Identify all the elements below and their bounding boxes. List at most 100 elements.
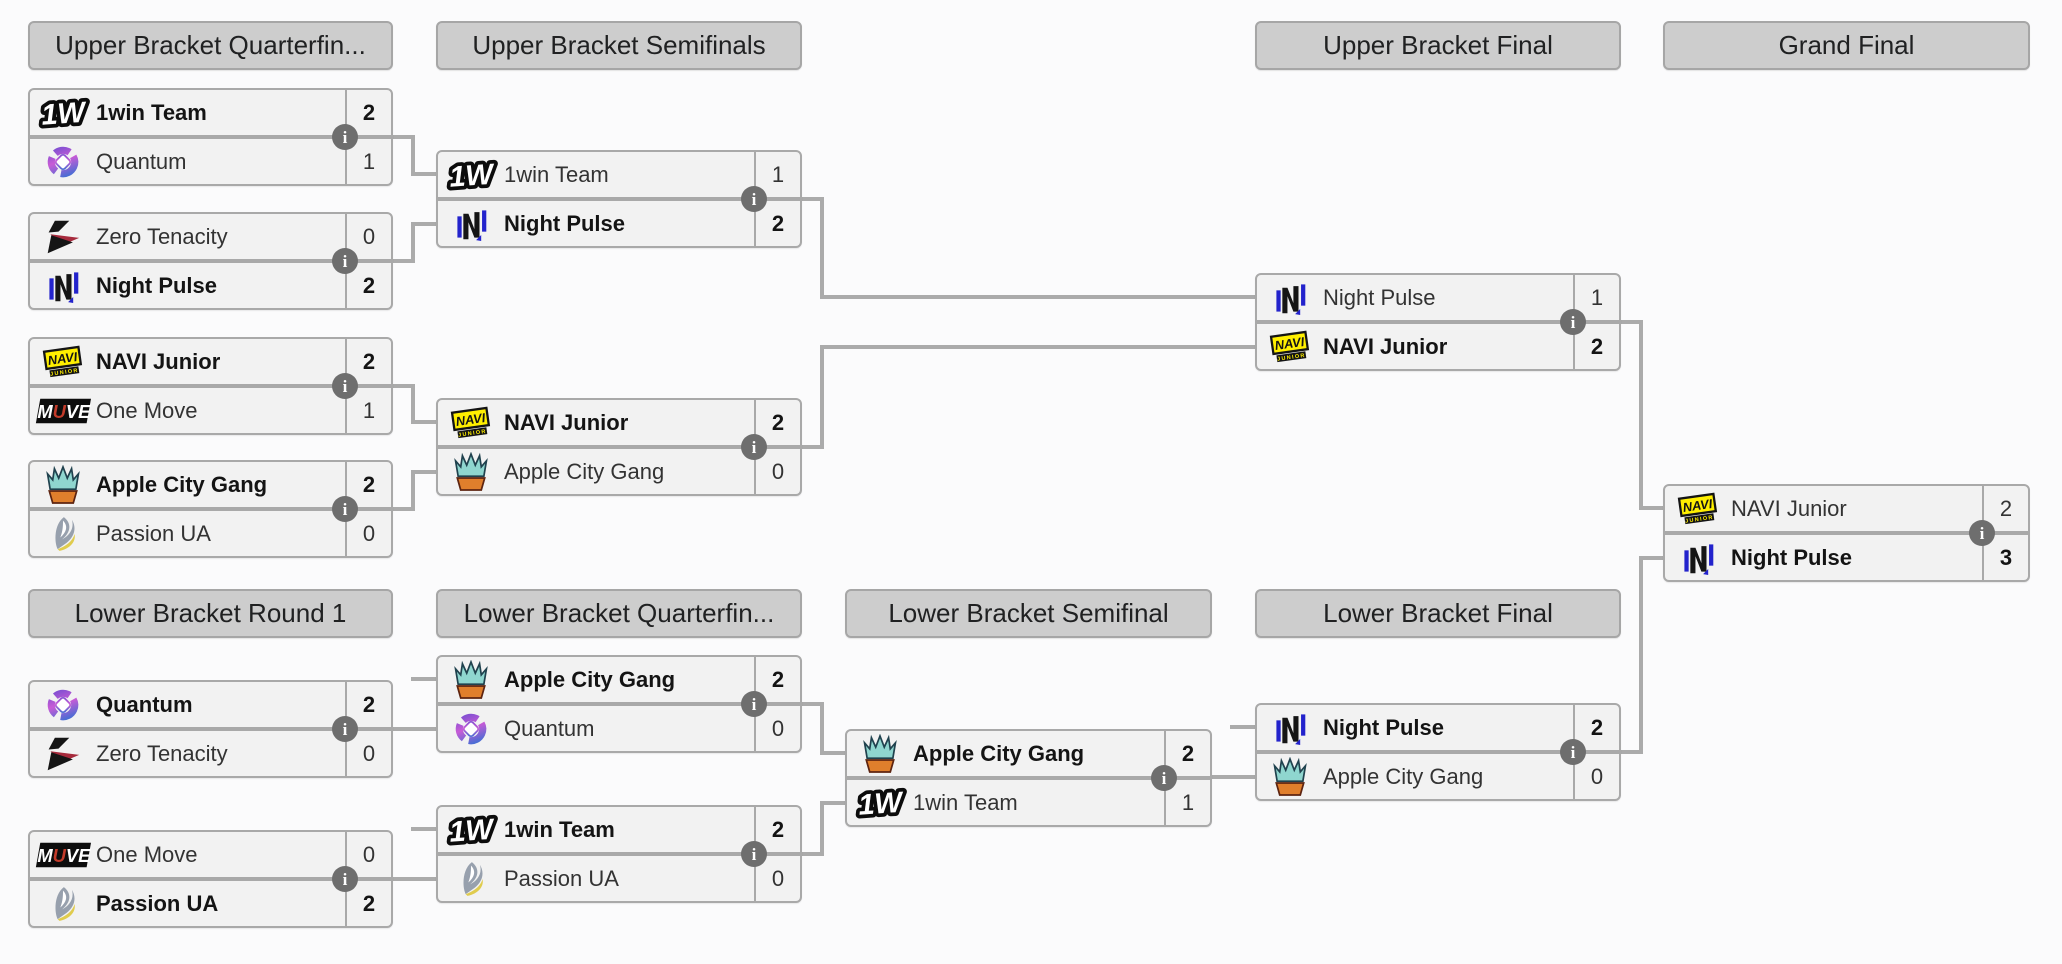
team-name[interactable]: Quantum (96, 691, 193, 717)
team-name[interactable]: Night Pulse (1323, 284, 1436, 310)
team-name[interactable]: NAVI Junior (1731, 495, 1847, 521)
1win-logo-icon[interactable]: 1W (438, 808, 504, 852)
match-info-icon[interactable]: i (332, 248, 358, 274)
bracket-connector (820, 345, 1257, 349)
passion-ua-logo-icon[interactable] (30, 882, 96, 926)
team-name[interactable]: One Move (96, 397, 198, 423)
1win-logo-icon[interactable]: 1W (847, 781, 913, 825)
team-name[interactable]: Apple City Gang (504, 666, 676, 692)
team-score: 2 (1982, 486, 2028, 531)
match-info-icon[interactable]: i (332, 124, 358, 150)
match-info-icon[interactable]: i (1560, 309, 1586, 335)
night-pulse-logo-icon[interactable] (1665, 536, 1731, 580)
team-name[interactable]: NAVI Junior (504, 409, 629, 435)
match-info-icon[interactable]: i (741, 186, 767, 212)
zero-tenacity-logo-icon[interactable] (30, 732, 96, 776)
passion-ua-logo-icon[interactable] (438, 857, 504, 901)
svg-text:NAVI: NAVI (1274, 333, 1306, 352)
passion-ua-logo-icon[interactable] (30, 512, 96, 556)
apple-city-gang-logo-icon[interactable] (438, 658, 504, 702)
night-pulse-logo-icon[interactable] (438, 202, 504, 246)
bracket-connector (820, 345, 824, 449)
team-score: 0 (754, 706, 800, 751)
team-name[interactable]: NAVI Junior (1323, 333, 1448, 359)
zero-tenacity-logo-icon[interactable] (30, 215, 96, 259)
team-name[interactable]: Quantum (96, 148, 187, 174)
apple-city-gang-logo-icon[interactable] (438, 450, 504, 494)
team-name[interactable]: Apple City Gang (913, 740, 1085, 766)
team-row: Quantum 0 (438, 706, 800, 751)
bracket-connector (391, 507, 415, 511)
match-info-icon[interactable]: i (332, 496, 358, 522)
team-name[interactable]: Apple City Gang (96, 471, 268, 497)
team-name[interactable]: Passion UA (96, 890, 219, 916)
one-move-logo-icon[interactable]: MUVE (30, 389, 96, 433)
team-name[interactable]: Night Pulse (96, 272, 218, 298)
night-pulse-logo-icon[interactable] (1257, 276, 1323, 320)
match-info-icon[interactable]: i (741, 691, 767, 717)
match-row-divider (1257, 320, 1619, 324)
team-name[interactable]: NAVI Junior (96, 348, 221, 374)
team-name[interactable]: Passion UA (504, 865, 619, 891)
team-name[interactable]: Passion UA (96, 520, 211, 546)
team-name[interactable]: Night Pulse (504, 210, 626, 236)
one-move-logo-icon[interactable]: MUVE (30, 833, 96, 877)
svg-text:NAVI: NAVI (455, 409, 487, 428)
team-name[interactable]: Apple City Gang (1323, 763, 1484, 789)
match-info-icon[interactable]: i (741, 841, 767, 867)
1win-logo-icon[interactable]: 1W (438, 153, 504, 197)
team-name[interactable]: Zero Tenacity (96, 740, 228, 766)
team-name[interactable]: 1win Team (504, 161, 609, 187)
bracket-connector (411, 172, 438, 176)
quantum-logo-icon[interactable] (30, 683, 96, 727)
team-name[interactable]: Night Pulse (1731, 544, 1853, 570)
match-row-divider (30, 507, 391, 511)
team-name[interactable]: One Move (96, 841, 198, 867)
1win-logo-icon[interactable]: 1W (30, 91, 96, 135)
bracket-connector (411, 420, 438, 424)
match-info-icon[interactable]: i (332, 373, 358, 399)
quantum-logo-icon[interactable] (30, 140, 96, 184)
team-name[interactable]: 1win Team (504, 816, 615, 842)
bracket-connector (1619, 750, 1643, 754)
team-name[interactable]: Apple City Gang (504, 458, 665, 484)
apple-city-gang-logo-icon[interactable] (1257, 755, 1323, 799)
match-info-icon[interactable]: i (1969, 520, 1995, 546)
info-icon-glyph: i (751, 189, 757, 209)
team-name[interactable]: Quantum (504, 715, 595, 741)
match-info-icon[interactable]: i (332, 866, 358, 892)
apple-city-gang-logo-icon[interactable] (847, 732, 913, 776)
match-info-icon[interactable]: i (741, 434, 767, 460)
apple-city-gang-logo-icon[interactable] (30, 463, 96, 507)
svg-text:1W: 1W (857, 786, 905, 821)
team-name[interactable]: Zero Tenacity (96, 223, 228, 249)
match-row-divider (30, 384, 391, 388)
match-info-icon[interactable]: i (332, 716, 358, 742)
quantum-logo-icon[interactable] (438, 707, 504, 751)
team-name[interactable]: Night Pulse (1323, 714, 1445, 740)
round-header-lower-bracket-quarterfinals: Lower Bracket Quarterfin... (436, 589, 802, 638)
night-pulse-logo-icon[interactable] (1257, 706, 1323, 750)
match-info-icon[interactable]: i (1560, 739, 1586, 765)
team-name[interactable]: 1win Team (913, 789, 1018, 815)
night-pulse-logo-icon[interactable] (30, 264, 96, 308)
team-name[interactable]: 1win Team (96, 99, 207, 125)
match-info-icon[interactable]: i (1151, 765, 1177, 791)
